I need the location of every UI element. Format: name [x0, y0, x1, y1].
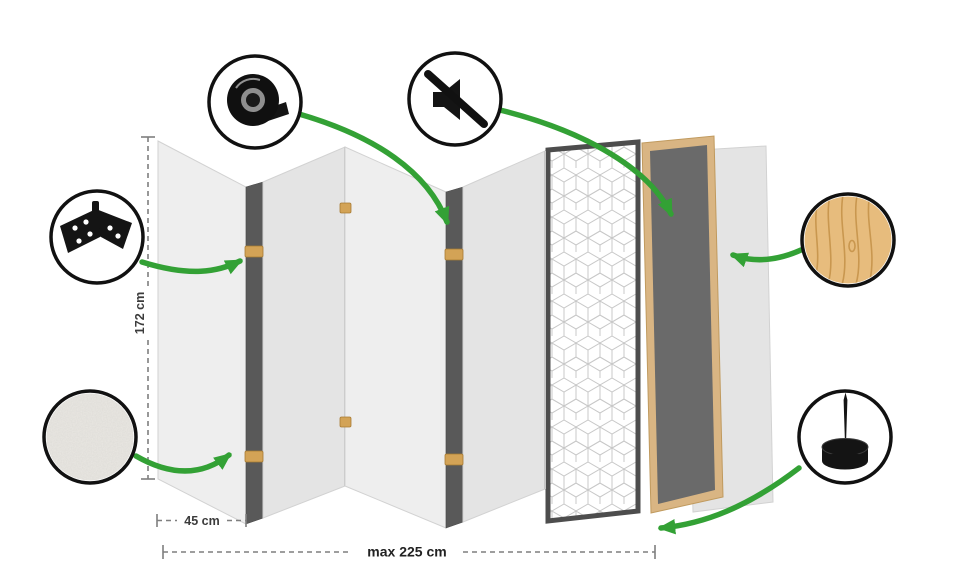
- total-width-dimension-label: max 225 cm: [367, 544, 446, 560]
- wood-grain: [815, 196, 873, 284]
- panel-3: [344, 146, 447, 529]
- mute-slash: [424, 70, 488, 128]
- height-dimension-label: 172 cm: [133, 292, 147, 334]
- arrow-tape-to-fold: [296, 111, 450, 226]
- patterned-panel-border: [545, 139, 641, 524]
- wood-texture-icon: [800, 192, 896, 288]
- total-width-dimension: max 225 cm: [162, 544, 656, 560]
- fold-edge-1: [245, 181, 264, 525]
- callout-arrows: [133, 107, 804, 535]
- hinge-mark: [444, 248, 464, 261]
- hinge-mark: [244, 450, 264, 463]
- arrow-hinge-to-fold: [139, 258, 243, 275]
- arrow-wood-to-frame: [729, 247, 804, 268]
- arrow-texture-to-panel: [133, 452, 232, 474]
- room-divider: [157, 135, 774, 529]
- tape-roll-icon: [207, 54, 303, 150]
- hinge-mark: [339, 416, 352, 428]
- dark-board: [650, 145, 715, 504]
- hinge-mark: [244, 245, 264, 258]
- felt-pad-icon: [797, 389, 893, 485]
- panel-width-dimension-label: 45 cm: [184, 514, 219, 528]
- hinge-mark: [444, 453, 464, 466]
- hinge-mark: [339, 202, 352, 214]
- pin-needle: [843, 392, 848, 444]
- muted-speaker-icon: [407, 51, 503, 147]
- arrow-mute-to-board: [497, 107, 674, 217]
- patterned-panel: [545, 139, 641, 524]
- panel-4: [462, 150, 546, 523]
- height-dimension: 172 cm: [133, 136, 155, 480]
- arrow-felt-to-bottom: [657, 465, 802, 535]
- fabric-texture-icon: [42, 389, 138, 485]
- fold-edge-2: [445, 186, 464, 529]
- panel-2: [262, 146, 346, 519]
- framed-board-panel: [641, 135, 724, 514]
- panel-width-dimension: 45 cm: [156, 514, 247, 528]
- hinge-icon: [49, 189, 145, 285]
